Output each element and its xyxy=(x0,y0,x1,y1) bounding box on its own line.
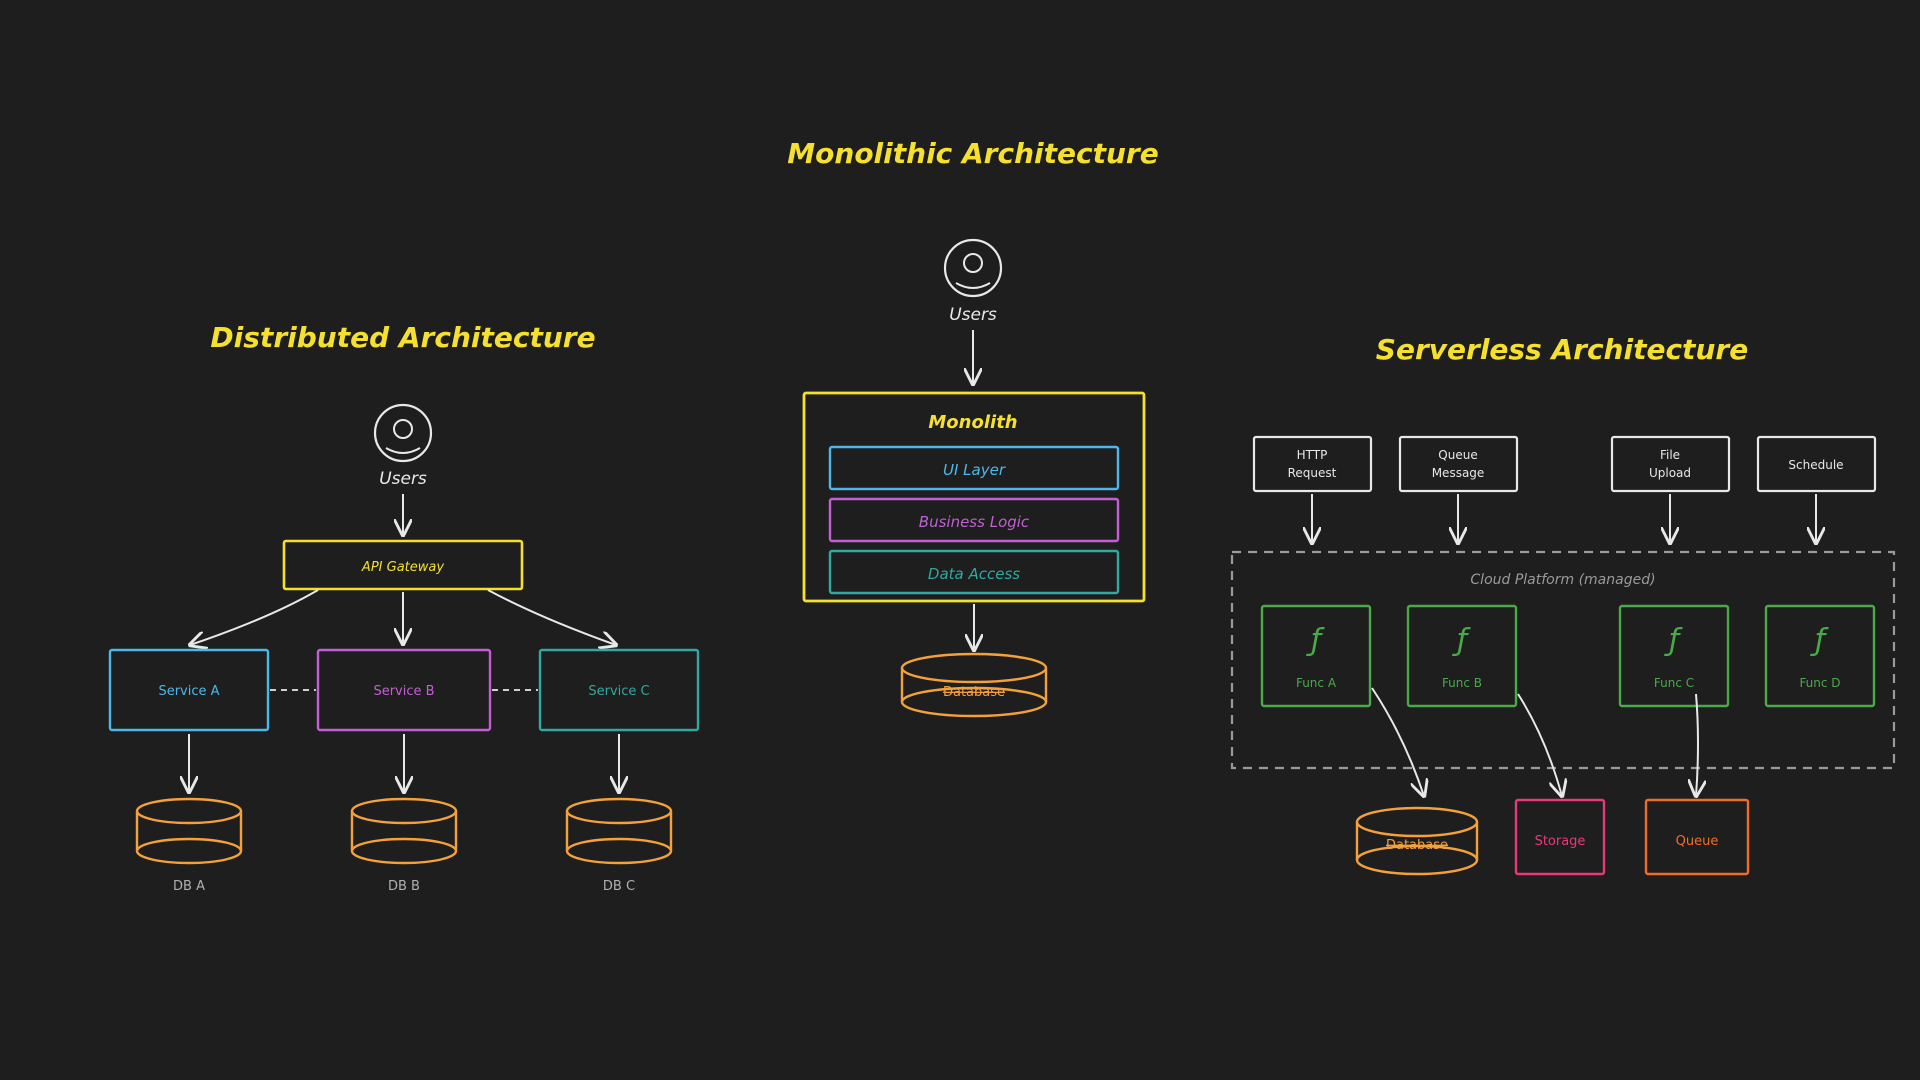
service-c-box xyxy=(538,648,700,732)
serverless-database-icon xyxy=(1355,806,1479,876)
monolithic-users-icon xyxy=(943,238,1003,298)
monolithic-section: Monolithic Architecture Users Monolith U… xyxy=(787,137,1159,718)
ui-layer-label: UI Layer xyxy=(943,461,1006,479)
func-a-label: Func A xyxy=(1296,676,1337,690)
data-access-box xyxy=(828,549,1120,595)
queue-label: Queue xyxy=(1676,834,1719,849)
service-b-box xyxy=(316,648,492,732)
arrow-func-c-to-queue xyxy=(1696,693,1698,796)
trigger-http-line2: Request xyxy=(1288,466,1337,480)
api-gateway-label: API Gateway xyxy=(361,560,444,575)
ui-layer-box xyxy=(828,445,1120,491)
trigger-queue-box xyxy=(1398,435,1519,493)
trigger-schedule-label: Schedule xyxy=(1788,458,1843,472)
func-c-label: Func C xyxy=(1654,676,1694,690)
arrow-func-a-to-database xyxy=(1371,687,1424,796)
func-d-symbol: ƒ xyxy=(1810,623,1829,658)
db-b-label: DB B xyxy=(388,879,420,894)
func-d-label: Func D xyxy=(1799,676,1840,690)
cloud-platform-boundary xyxy=(1230,550,1896,770)
trigger-http-box xyxy=(1252,435,1373,493)
trigger-file-box xyxy=(1610,435,1731,493)
func-c-box xyxy=(1618,604,1730,708)
storage-box xyxy=(1514,798,1606,876)
service-a-box xyxy=(108,648,270,732)
monolithic-title: Monolithic Architecture xyxy=(787,137,1158,170)
trigger-queue-line2: Message xyxy=(1432,466,1485,480)
service-a-label: Service A xyxy=(158,684,219,699)
db-a-icon xyxy=(135,797,243,865)
distributed-section: Distributed Architecture Users API Gatew… xyxy=(108,321,700,894)
business-logic-box xyxy=(828,497,1120,543)
distributed-users-icon xyxy=(373,403,433,463)
func-a-box xyxy=(1260,604,1372,708)
func-b-label: Func B xyxy=(1442,676,1482,690)
monolith-container xyxy=(802,391,1146,603)
trigger-file-line1: File xyxy=(1660,448,1680,462)
db-c-icon xyxy=(565,797,673,865)
func-d-box xyxy=(1764,604,1876,708)
arrow-gateway-to-service-c xyxy=(487,589,616,645)
storage-label: Storage xyxy=(1535,834,1586,849)
arrow-gateway-to-service-a xyxy=(190,589,319,645)
monolithic-users-label: Users xyxy=(949,305,997,325)
trigger-queue-line1: Queue xyxy=(1438,448,1477,462)
func-c-symbol: ƒ xyxy=(1664,623,1683,658)
func-a-symbol: ƒ xyxy=(1306,623,1325,658)
trigger-http-line1: HTTP xyxy=(1297,448,1328,462)
db-a-label: DB A xyxy=(173,879,205,894)
trigger-schedule-box xyxy=(1756,435,1877,493)
trigger-file-line2: Upload xyxy=(1649,466,1691,480)
business-logic-label: Business Logic xyxy=(919,513,1030,531)
func-b-symbol: ƒ xyxy=(1452,623,1471,658)
service-b-label: Service B xyxy=(373,684,434,699)
monolith-database-icon xyxy=(900,652,1048,718)
db-b-icon xyxy=(350,797,458,865)
distributed-title: Distributed Architecture xyxy=(210,321,595,354)
monolith-label: Monolith xyxy=(928,412,1017,433)
data-access-label: Data Access xyxy=(928,565,1020,583)
distributed-users-label: Users xyxy=(379,469,427,489)
func-b-box xyxy=(1406,604,1518,708)
db-c-label: DB C xyxy=(603,879,635,894)
queue-box xyxy=(1644,798,1750,876)
service-c-label: Service C xyxy=(588,684,649,699)
serverless-section: Serverless Architecture HTTP Request Que… xyxy=(1230,333,1896,876)
cloud-platform-label: Cloud Platform (managed) xyxy=(1470,572,1655,588)
arrow-func-b-to-storage xyxy=(1517,693,1562,796)
api-gateway-box xyxy=(282,539,524,591)
serverless-title: Serverless Architecture xyxy=(1376,333,1748,366)
